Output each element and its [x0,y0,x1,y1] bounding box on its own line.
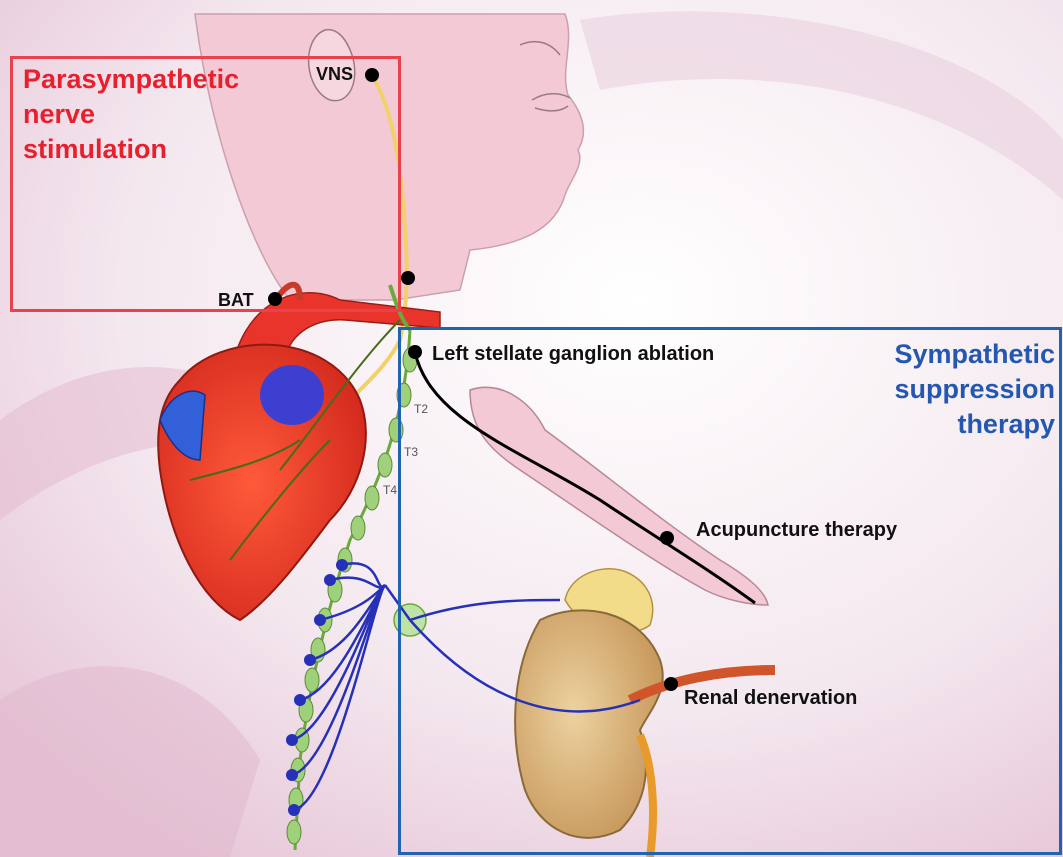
nerve-node [324,574,336,586]
acupuncture-label: Acupuncture therapy [696,519,897,542]
parasympathetic-title-line: stimulation [23,132,239,167]
stellate-label: Left stellate ganglion ablation [432,343,714,366]
nerve-node [286,769,298,781]
ganglion [365,486,379,510]
nerve-node [336,559,348,571]
spine-level-t4: T4 [383,483,397,497]
nerve-node [288,804,300,816]
ganglion [305,668,319,692]
spine-level-t2: T2 [414,402,428,416]
nerve-node [286,734,298,746]
nerve-node [304,654,316,666]
parasympathetic-title-line: nerve [23,97,239,132]
stellate-marker [408,345,422,359]
parasympathetic-title: Parasympathetic nerve stimulation [23,62,239,167]
sympathetic-title: Sympathetic suppression therapy [894,337,1055,442]
ganglion [378,453,392,477]
sympathetic-title-line: therapy [894,407,1055,442]
parasympathetic-title-line: Parasympathetic [23,62,239,97]
heart-vein [260,365,324,425]
ganglion [351,516,365,540]
ganglion [287,820,301,844]
spine-level-t3: T3 [404,445,418,459]
sympathetic-title-line: Sympathetic [894,337,1055,372]
vns-marker [365,68,379,82]
neck-marker [401,271,415,285]
bat-label: BAT [218,290,254,311]
acupuncture-marker [660,531,674,545]
nerve-node [314,614,326,626]
bat-marker [268,292,282,306]
renal-marker [664,677,678,691]
vns-label: VNS [316,64,353,85]
renal-label: Renal denervation [684,687,857,710]
nerve-node [294,694,306,706]
sympathetic-title-line: suppression [894,372,1055,407]
